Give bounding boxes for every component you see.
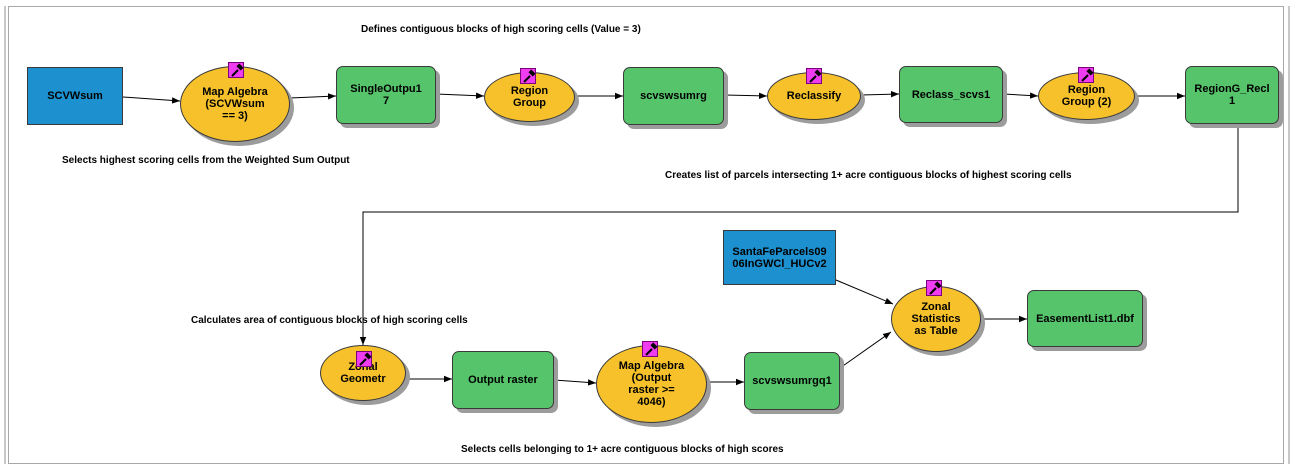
data-node-scvswsumrg[interactable]: scvswsumrg <box>623 67 724 125</box>
left-border <box>4 6 6 464</box>
annotation-creates-list: Creates list of parcels intersecting 1+ … <box>665 170 1072 181</box>
node-label: SCVWsum <box>47 90 103 102</box>
data-node-regiong-recl[interactable]: RegionG_Recl 1 <box>1185 66 1279 124</box>
hammer-icon <box>806 68 822 84</box>
node-label: Region Group (2) <box>1061 84 1112 108</box>
edge-reclass-regiongroup2 <box>1002 92 1039 99</box>
data-node-scvswsumrgq1[interactable]: scvswsumrgq1 <box>744 352 840 410</box>
node-label: Reclassify <box>786 90 842 102</box>
edge-singleoutput-regiongroup <box>435 92 485 99</box>
tool-node-map-algebra[interactable]: Map Algebra (SCVWsum == 3) <box>180 66 290 142</box>
edge-scvwsum-mapalgebra <box>122 96 181 104</box>
node-label: SantaFeParcels09 06InGWCl_HUCv2 <box>732 245 827 270</box>
edge-scvswsumrgq1-zonalstats <box>839 331 892 369</box>
hammer-icon <box>520 68 536 84</box>
edge-reclassify-reclass <box>860 91 900 98</box>
diagram-frame <box>8 6 1284 464</box>
data-node-scvwsum[interactable]: SCVWsum <box>27 67 123 125</box>
edge-scvswsumrg-reclassify <box>723 92 768 100</box>
node-label: Reclass_scvs1 <box>911 88 991 101</box>
annotation-selects-cells: Selects cells belonging to 1+ acre conti… <box>461 444 784 455</box>
node-label: Region Group <box>510 85 549 109</box>
edge-parcels-zonalstats <box>835 279 894 305</box>
node-label: scvswsumrg <box>640 90 707 102</box>
hammer-icon <box>926 280 942 296</box>
tool-node-zonal-statistics[interactable]: Zonal Statistics as Table <box>891 286 981 352</box>
data-node-reclass-scvs1[interactable]: Reclass_scvs1 <box>899 66 1003 123</box>
node-label: EasementList1.dbf <box>1036 312 1134 325</box>
annotation-selects-highest: Selects highest scoring cells from the W… <box>62 155 350 166</box>
hammer-icon <box>228 62 244 78</box>
data-node-santafe-parcels[interactable]: SantaFeParcels09 06InGWCl_HUCv2 <box>723 230 836 285</box>
data-node-easement-list[interactable]: EasementList1.dbf <box>1027 290 1143 347</box>
node-label: Map Algebra (SCVWsum == 3) <box>202 86 268 122</box>
node-label: Map Algebra (Output raster >= 4046) <box>618 360 685 408</box>
node-label: scvswsumrgq1 <box>752 375 832 387</box>
node-label: SingleOutpu1 7 <box>350 83 422 107</box>
data-node-output-raster[interactable]: Output raster <box>452 351 554 409</box>
edge-outputraster-mapalgebra2 <box>553 379 597 386</box>
edge-mapalgebra-singleoutput <box>289 93 337 100</box>
node-label: RegionG_Recl 1 <box>1194 83 1270 107</box>
data-node-singleoutput[interactable]: SingleOutpu1 7 <box>336 66 436 124</box>
node-label: Zonal Statistics as Table <box>911 301 961 337</box>
hammer-icon <box>356 351 372 367</box>
annotation-calculates-area: Calculates area of contiguous blocks of … <box>191 315 468 326</box>
node-label: Zonal Geometr <box>340 361 386 385</box>
right-border <box>1288 6 1290 464</box>
tool-node-map-algebra-2[interactable]: Map Algebra (Output raster >= 4046) <box>596 345 707 423</box>
hammer-icon <box>1078 67 1094 83</box>
edge-regiong-zonalgeometry <box>359 124 1239 345</box>
annotation-defines-blocks: Defines contiguous blocks of high scorin… <box>361 24 641 35</box>
hammer-icon <box>642 341 658 357</box>
node-label: Output raster <box>468 374 538 386</box>
